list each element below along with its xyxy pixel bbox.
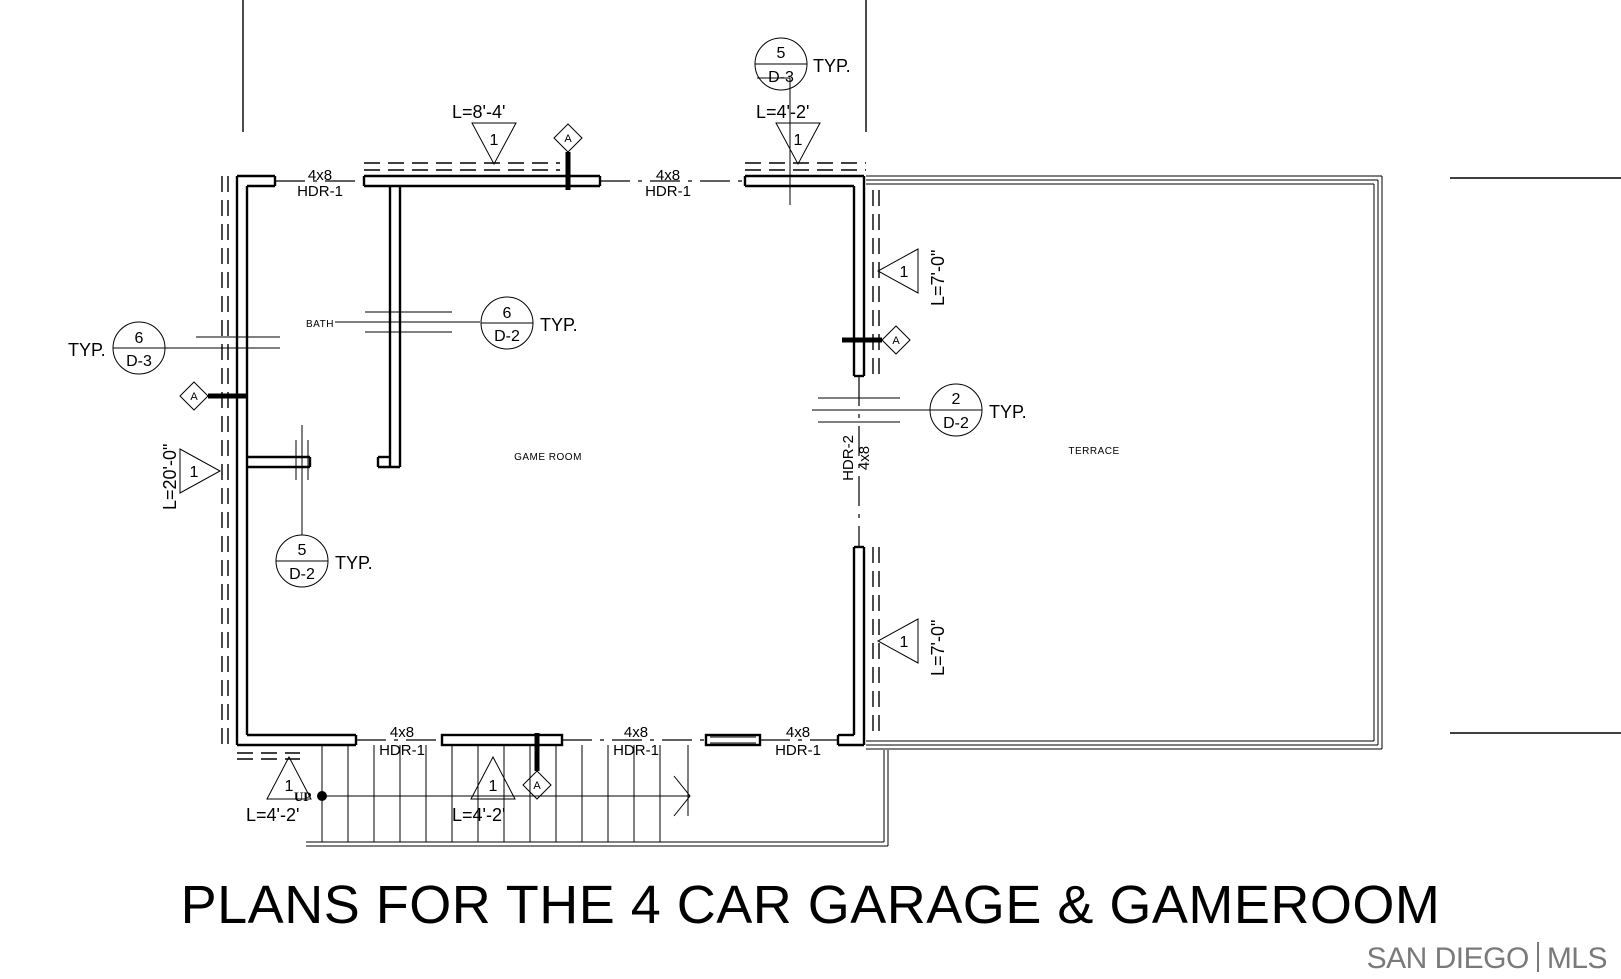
section-markers: A A A A [179, 123, 911, 800]
detail-sheet: D-3 [768, 69, 794, 86]
wall-type-number: 1 [900, 264, 909, 281]
typ-label: TYP. [335, 553, 373, 573]
wall-type-number: 1 [900, 634, 909, 651]
watermark-right: MLS [1546, 942, 1608, 975]
header-size: 4x8 [786, 724, 810, 741]
context-lines [242, 0, 1621, 734]
header-size: 4x8 [390, 724, 414, 741]
detail-sheet: D-3 [126, 353, 152, 370]
detail-sheet: D-2 [494, 328, 520, 345]
typ-label: TYP. [540, 315, 578, 335]
wall-length-bottom-left: L=4'-2' [246, 805, 299, 825]
header-size: 4x8 [308, 167, 332, 184]
plan-title: PLANS FOR THE 4 CAR GARAGE & GAMEROOM [180, 875, 1441, 935]
stair-up-label: UP [294, 789, 311, 804]
wall-type-number: 1 [190, 464, 199, 481]
typ-label: TYP. [68, 340, 106, 360]
typ-label: TYP. [989, 402, 1027, 422]
header-size: 4x8 [856, 446, 873, 470]
room-label-bath: BATH [306, 319, 334, 330]
wall-type-number: 1 [285, 778, 294, 795]
header-type: HDR-1 [297, 183, 343, 200]
section-letter: A [190, 391, 198, 403]
wall-length-right-upper: L=7'-0" [928, 250, 948, 306]
detail-callout-5-d2: 5 D-2 [275, 534, 329, 588]
detail-sheet: D-2 [943, 415, 969, 432]
header-lines [275, 180, 860, 741]
header-type: HDR-1 [613, 742, 659, 759]
watermark-separator [1536, 942, 1539, 972]
detail-number: 6 [503, 305, 512, 322]
detail-number: 2 [952, 391, 961, 408]
bath-partition [247, 186, 402, 469]
section-letter: A [533, 780, 541, 792]
header-type: HDR-1 [775, 742, 821, 759]
header-size: 4x8 [656, 167, 680, 184]
stair-treads [306, 745, 889, 847]
detail-number: 5 [298, 542, 307, 559]
section-letter: A [564, 133, 572, 145]
watermark-left: SAN DIEGO [1366, 942, 1530, 975]
framing-dash-lines [221, 162, 880, 760]
detail-number: 5 [777, 45, 786, 62]
detail-callout-2-d2: 2 D-2 [929, 383, 983, 437]
detail-callout-6-d3: 6 D-3 [112, 321, 166, 375]
detail-callout-5-d3: 5 D-3 [754, 37, 808, 91]
section-cut-bars [208, 152, 882, 771]
detail-sheet: D-2 [289, 566, 315, 583]
header-type: HDR-1 [645, 183, 691, 200]
wall-length-left: L=20'-0" [160, 444, 180, 510]
typ-label: TYP. [813, 56, 851, 76]
wall-type-number: 1 [490, 132, 499, 149]
header-labels: 4x8 HDR-1 4x8 HDR-1 4x8 HDR-1 4x8 HDR-1 … [297, 167, 873, 759]
wall-length-bottom-mid: L=4'-2' [452, 805, 505, 825]
wall-type-number: 1 [489, 778, 498, 795]
detail-leaders [165, 77, 930, 535]
exterior-walls [235, 174, 866, 747]
wall-type-number: 1 [794, 132, 803, 149]
header-type: HDR-1 [379, 742, 425, 759]
wall-length-right-lower: L=7'-0" [928, 620, 948, 676]
watermark: SAN DIEGO MLS [1366, 942, 1608, 976]
section-letter: A [892, 335, 900, 347]
room-label-game-room: GAME ROOM [514, 452, 582, 463]
detail-number: 6 [135, 330, 144, 347]
wall-length-top-right: L=4'-2' [756, 102, 809, 122]
terrace-outline [866, 175, 1383, 750]
floor-plan-drawing: UP 5 D-3 TYP. 6 D-2 TYP. [68, 0, 1621, 847]
header-size: 4x8 [624, 724, 648, 741]
wall-type-triangles: 1 1 1 1 1 1 1 [179, 122, 919, 800]
header-type: HDR-2 [840, 435, 857, 481]
room-label-terrace: TERRACE [1068, 446, 1119, 457]
detail-callout-6-d2: 6 D-2 [480, 296, 534, 350]
wall-length-top-left: L=8'-4' [452, 102, 505, 122]
